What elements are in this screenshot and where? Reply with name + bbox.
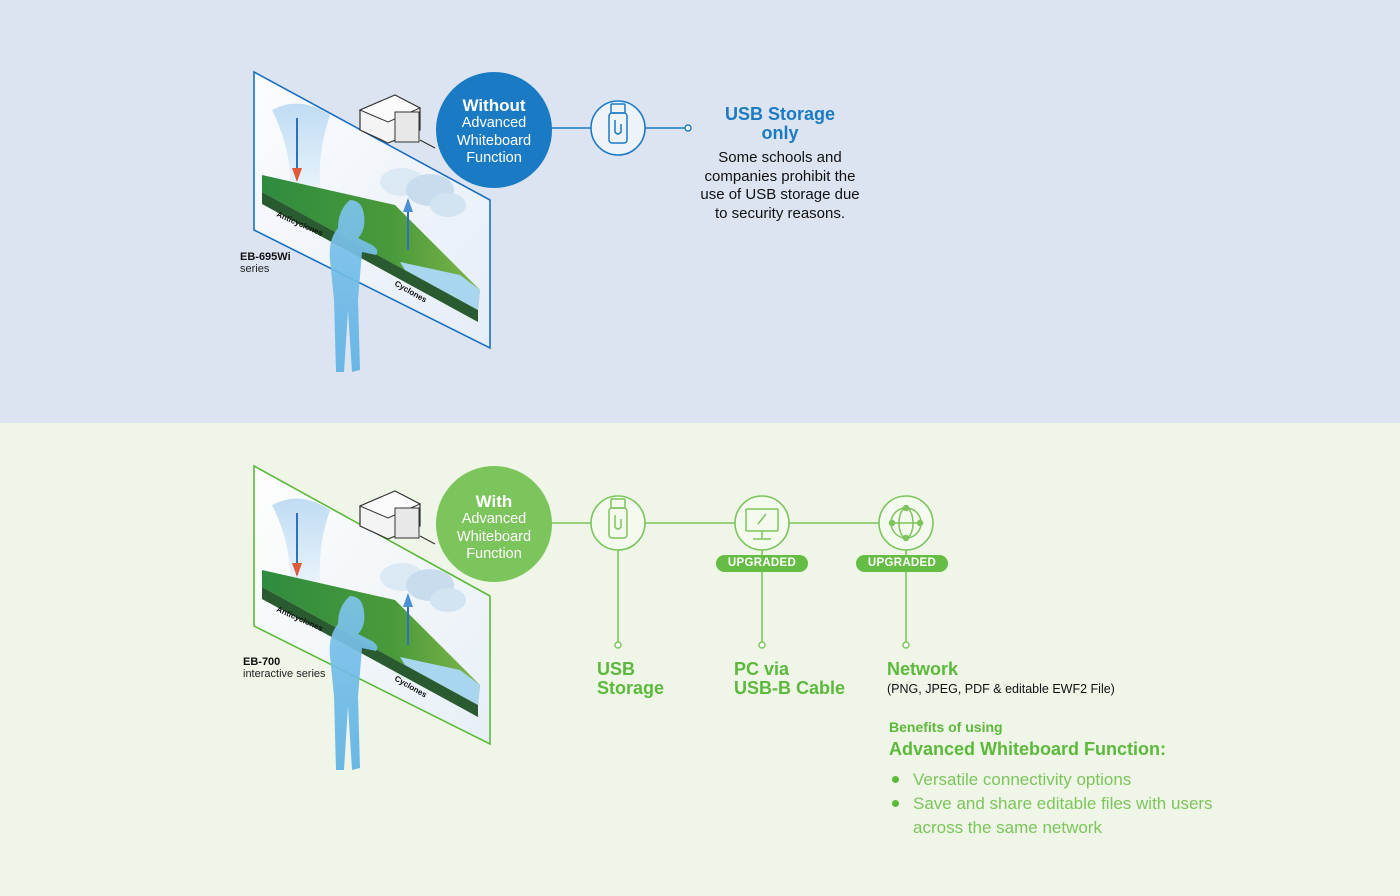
bullet-icon	[892, 776, 899, 783]
usb-storage-only-title: USB Storage only	[690, 105, 870, 143]
projector-icon-bottom	[358, 490, 436, 545]
without-circle-line2: Whiteboard	[456, 132, 532, 149]
network-option-label: Network	[887, 659, 959, 679]
usb-storage-description: Some schools and companies prohibit the …	[680, 149, 880, 223]
globe-network-icon	[888, 504, 924, 542]
benefit-text-3: across the same network	[913, 818, 1102, 837]
pc-usb-b-option-label: PC via USB-B Cable	[734, 660, 845, 698]
usb-icon-circle-bottom	[590, 495, 646, 551]
usb-stick-icon-bottom	[608, 498, 628, 539]
without-circle-text: Without Advanced Whiteboard Function	[435, 96, 553, 168]
with-circle-bold: With	[475, 492, 513, 511]
usb-option-line2: Storage	[597, 678, 665, 698]
usb-title-line2: only	[761, 123, 799, 143]
without-circle-line3: Function	[466, 150, 522, 166]
bottom-model-name: EB-700	[243, 656, 281, 668]
usb-stick-icon	[608, 103, 628, 144]
projection-screen-top: Anticyclones Cyclones	[253, 70, 491, 372]
benefit-item: Versatile connectivity options	[891, 768, 1251, 792]
projection-screen-bottom: Anticyclones Cyclones	[253, 464, 491, 770]
with-circle-line3: Function	[466, 546, 522, 562]
with-section-background	[0, 423, 1400, 896]
without-awf-circle	[436, 72, 552, 188]
benefit-text-1: Versatile connectivity options	[913, 770, 1132, 789]
with-awf-circle	[436, 466, 552, 582]
usb-option-line1: USB	[597, 659, 636, 679]
top-model-name: EB-695Wi	[240, 251, 291, 263]
usb-desc-line2: companies prohibit the	[704, 167, 856, 185]
without-circle-line1: Advanced	[461, 115, 527, 131]
monitor-icon	[745, 508, 779, 540]
benefits-heading: Advanced Whiteboard Function:	[889, 739, 1166, 759]
benefits-subheading: Benefits of using	[889, 719, 1003, 735]
pc-icon-circle	[734, 495, 790, 551]
pc-upgraded-badge: UPGRADED	[716, 555, 808, 572]
without-circle-bold: Without	[462, 96, 526, 115]
network-file-types: (PNG, JPEG, PDF & editable EWF2 File)	[887, 682, 1115, 696]
without-section-background	[0, 0, 1400, 423]
benefit-item: Save and share editable files with users	[891, 792, 1251, 816]
usb-desc-line3: use of USB storage due	[700, 186, 860, 203]
usb-icon-circle-top	[590, 100, 646, 156]
top-model-series: series	[240, 263, 270, 275]
pc-option-line2: USB-B Cable	[734, 678, 846, 698]
benefit-text-2: Save and share editable files with users	[913, 794, 1213, 813]
with-circle-line1: Advanced	[461, 511, 527, 527]
usb-desc-line1: Some schools and	[718, 149, 842, 166]
benefit-item-continued: across the same network	[891, 816, 1251, 840]
benefits-list: Versatile connectivity options Save and …	[891, 768, 1251, 840]
network-upgraded-badge: UPGRADED	[856, 555, 948, 572]
usb-storage-option-label: USB Storage	[597, 660, 664, 698]
bottom-model-series: interactive series	[243, 668, 326, 680]
projector-icon-top	[358, 94, 436, 149]
pc-option-line1: PC via	[734, 659, 790, 679]
with-circle-line2: Whiteboard	[456, 528, 532, 545]
with-circle-text: With Advanced Whiteboard Function	[435, 492, 553, 564]
usb-desc-line4: to security reasons.	[714, 204, 846, 222]
usb-title-line1: USB Storage	[724, 104, 836, 124]
bullet-icon	[892, 800, 899, 807]
